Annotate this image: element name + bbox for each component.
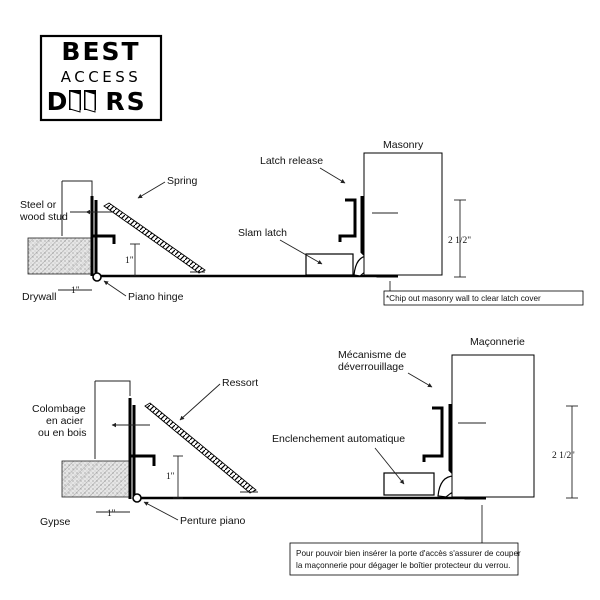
piano-hinge-label-fr: Penture piano [180, 515, 246, 527]
best-access-doors-logo: BEST ACCESS D RS [39, 34, 163, 122]
spring-fr [144, 402, 257, 494]
slam-latch-label-fr: Enclenchement automatique [272, 433, 405, 445]
english-diagram: 1" 1" 2 1/2" Masonry Latch release Sprin… [19, 139, 584, 306]
door-frame-right-fr [422, 406, 444, 462]
spring [103, 202, 206, 274]
french-diagram: 1'' 1'' 2 1/2'' Maçonnerie Mécanisme de … [32, 336, 578, 576]
door-frame-right [338, 198, 357, 242]
dim-1in-v-label: 1" [125, 256, 134, 266]
french-note-line2: la maçonnerie pour dégager le boîtier pr… [296, 561, 510, 570]
dim-2half-label: 2 1/2" [448, 236, 471, 246]
masonry-wall-fr [451, 354, 535, 498]
spring-label-fr: Ressort [222, 377, 258, 389]
stud-outline [62, 180, 93, 196]
piano-hinge-label: Piano hinge [128, 291, 184, 303]
logo-line1: BEST [61, 37, 140, 66]
latch-release-label-fr-1: Mécanisme de [338, 349, 406, 361]
spring-label: Spring [167, 175, 198, 187]
slam-latch [305, 253, 354, 276]
latch-release-label: Latch release [260, 155, 323, 167]
stud-label-fr-1: Colombage [32, 403, 86, 415]
slam-latch-fr [383, 472, 435, 496]
stud-label-line2: wood stud [19, 211, 68, 223]
slam-latch-label: Slam latch [238, 227, 287, 239]
stud-outline-fr [95, 380, 131, 396]
stud-label-line1: Steel or [20, 199, 57, 211]
stud-label-fr-2: en acier [46, 415, 84, 427]
english-note-box [383, 290, 584, 306]
french-note-box [289, 542, 519, 576]
drywall-label: Drywall [22, 291, 56, 303]
masonry-wall [363, 152, 443, 276]
dim-2half-label-fr: 2 1/2'' [552, 451, 575, 461]
door-icon [69, 90, 96, 113]
english-note: *Chip out masonry wall to clear latch co… [386, 294, 541, 303]
stud-label-fr-3: ou en bois [38, 427, 86, 439]
dim-1in-h-label-fr: 1'' [107, 509, 115, 519]
door-frame-left [90, 196, 116, 276]
latch-release-label-fr-2: déverrouillage [338, 361, 404, 373]
dim-1in-h-label: 1" [71, 286, 80, 296]
french-note-line1: Pour pouvoir bien insérer la porte d'acc… [296, 549, 521, 558]
piano-hinge [92, 272, 102, 282]
logo-line3-left: D [47, 87, 70, 116]
drywall-label-fr: Gypse [40, 516, 71, 528]
logo-line3-right: RS [105, 87, 146, 116]
piano-hinge-fr [132, 493, 142, 503]
dim-1in-v-label-fr: 1'' [166, 472, 174, 482]
door-frame-left-fr [128, 398, 156, 499]
logo-line2: ACCESS [61, 68, 141, 86]
masonry-label: Masonry [383, 139, 424, 151]
masonry-label-fr: Maçonnerie [470, 336, 525, 348]
